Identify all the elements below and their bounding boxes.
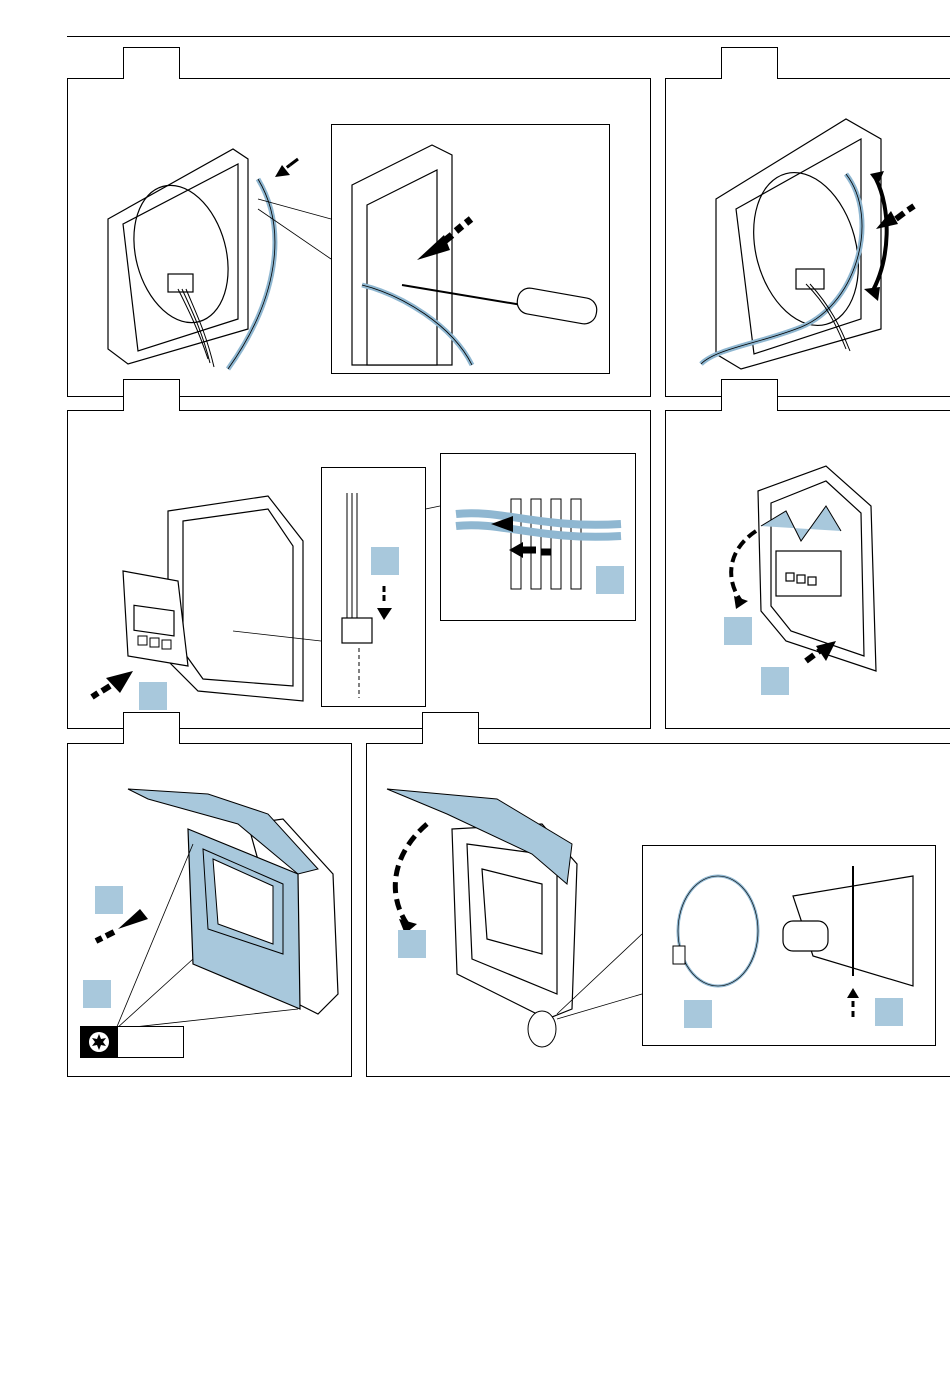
callout-label bbox=[761, 667, 789, 695]
callout-label bbox=[724, 617, 752, 645]
step-tab bbox=[721, 379, 778, 411]
panel-close-cover bbox=[67, 743, 352, 1077]
callout-label bbox=[684, 1000, 712, 1028]
inset-screwdriver bbox=[331, 124, 610, 374]
cable-guide-illustration bbox=[441, 454, 635, 620]
cable-routing-illustration bbox=[666, 79, 950, 398]
callout-label bbox=[95, 886, 123, 914]
screwdriver-illustration bbox=[332, 125, 609, 373]
connector-illustration bbox=[322, 468, 425, 706]
panel-connect-display bbox=[67, 410, 651, 729]
panel-route-cable bbox=[665, 78, 950, 397]
callout-label bbox=[83, 980, 111, 1008]
inset-connector bbox=[321, 467, 426, 707]
step-tab bbox=[123, 47, 180, 79]
callout-label bbox=[398, 930, 426, 958]
torx-screw-icon bbox=[81, 1027, 117, 1057]
step-tab bbox=[123, 379, 180, 411]
callout-label bbox=[139, 682, 167, 710]
step-tab bbox=[422, 712, 479, 744]
step-tab bbox=[721, 47, 778, 79]
panel-seal-housing bbox=[366, 743, 950, 1077]
inset-cable-guide bbox=[440, 453, 636, 621]
top-rule bbox=[67, 36, 950, 37]
step-tab bbox=[123, 712, 180, 744]
callout-label bbox=[875, 998, 903, 1026]
torx-tool-box bbox=[80, 1026, 184, 1058]
callout-label bbox=[371, 547, 399, 575]
panel-remove-cable bbox=[67, 78, 651, 397]
housing-clip-illustration bbox=[666, 411, 950, 730]
callout-label bbox=[596, 566, 624, 594]
panel-fix-display bbox=[665, 410, 950, 729]
